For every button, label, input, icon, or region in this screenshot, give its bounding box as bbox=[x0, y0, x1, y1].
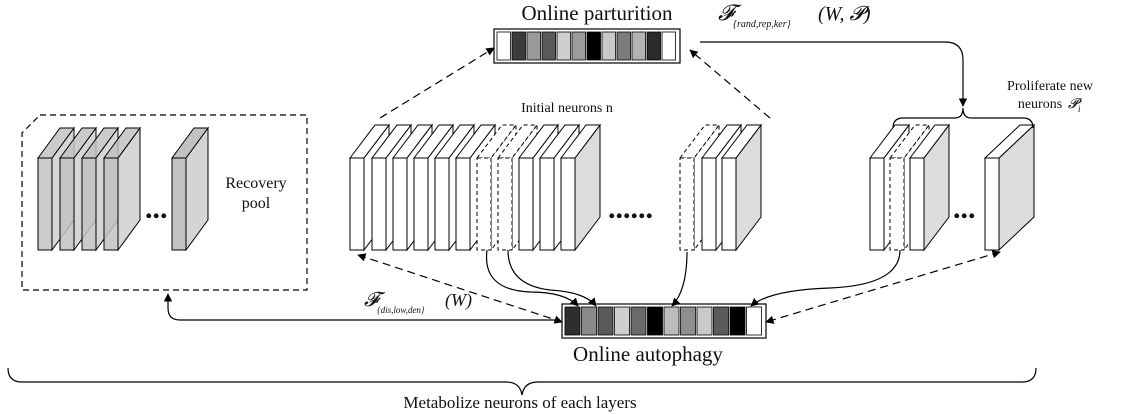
arrow-parturition-to-proliferate bbox=[700, 41, 968, 107]
metabolize-brace bbox=[7, 367, 1037, 396]
recovery-label-line2: pool bbox=[242, 195, 271, 212]
vector-cell bbox=[511, 31, 526, 61]
recovery-neuron bbox=[171, 126, 209, 252]
autophagy-vector-bar bbox=[561, 303, 767, 339]
proliferate-label-line2: neurons bbox=[1018, 97, 1062, 112]
new-neurons-ellipsis: ... bbox=[953, 192, 976, 225]
arrow-initial-left-to-autophagy bbox=[357, 253, 563, 324]
recovery-pool-box bbox=[21, 114, 308, 291]
proliferate-subscript: i bbox=[1078, 104, 1081, 114]
vector-cell bbox=[616, 31, 631, 61]
autophagy-formula-subscript: {dis,low,den} bbox=[377, 305, 425, 315]
vector-cell bbox=[663, 306, 680, 336]
vector-cell bbox=[597, 306, 614, 336]
initial-neuron bbox=[559, 123, 602, 252]
vector-cell bbox=[646, 31, 661, 61]
vector-cell bbox=[729, 306, 746, 336]
arrow-autophagy-to-recovery bbox=[163, 293, 560, 321]
proliferate-brace bbox=[892, 107, 1034, 129]
vector-cell bbox=[496, 31, 511, 61]
recovery-neuron bbox=[103, 126, 141, 252]
proliferate-label-line1: Proliferate new bbox=[1007, 79, 1094, 94]
vector-cell bbox=[601, 31, 616, 61]
proliferated-neurons-group bbox=[868, 123, 1036, 252]
arrow-initial-right-to-parturition bbox=[689, 49, 771, 119]
vector-cell bbox=[680, 306, 696, 336]
parturition-vector-bar bbox=[493, 28, 681, 64]
vector-cell bbox=[630, 306, 647, 336]
autophagy-formula-args: (W) bbox=[445, 290, 472, 311]
vector-cell bbox=[541, 31, 556, 61]
arrow-dashed-neuron3-to-autophagy bbox=[671, 251, 688, 307]
initial-neurons-group bbox=[348, 123, 763, 252]
parturition-formula-subscript: {rand,rep,ker} bbox=[733, 19, 791, 30]
metabolize-label: Metabolize neurons of each layers bbox=[403, 393, 636, 412]
vector-cell bbox=[661, 31, 676, 61]
vector-cell bbox=[586, 31, 601, 61]
vector-cell bbox=[564, 306, 581, 336]
vector-cell bbox=[647, 306, 663, 336]
online-autophagy-title: Online autophagy bbox=[573, 342, 723, 366]
vector-cell bbox=[713, 306, 729, 336]
recovery-pool-neurons bbox=[37, 126, 209, 252]
vector-cell bbox=[526, 31, 541, 61]
vector-cell bbox=[746, 306, 762, 336]
arrow-initial-left-to-parturition bbox=[379, 47, 495, 119]
new-neuron bbox=[983, 123, 1036, 252]
vector-cell bbox=[696, 306, 713, 336]
vector-cell bbox=[631, 31, 646, 61]
online-parturition-title: Online parturition bbox=[521, 1, 673, 25]
recovery-label-line1: Recovery bbox=[225, 175, 286, 192]
initial-ellipsis: ...... bbox=[608, 192, 653, 225]
arrow-new-dashed-to-autophagy bbox=[750, 249, 901, 307]
initial-neurons-label: Initial neurons n bbox=[521, 101, 613, 116]
vector-cell bbox=[571, 31, 586, 61]
vector-cell bbox=[614, 306, 630, 336]
vector-cell bbox=[581, 306, 597, 336]
recovery-ellipsis: ... bbox=[145, 192, 168, 225]
arrow-dashed-neuron1-to-autophagy bbox=[485, 249, 579, 307]
arrow-dashed-neuron2-to-autophagy bbox=[507, 249, 597, 307]
parturition-formula-args: (W, 𝓟) bbox=[818, 3, 871, 25]
new-neuron bbox=[908, 123, 951, 252]
arrow-new-to-autophagy bbox=[765, 250, 1001, 324]
initial-neuron bbox=[720, 123, 763, 252]
vector-cell bbox=[556, 31, 571, 61]
